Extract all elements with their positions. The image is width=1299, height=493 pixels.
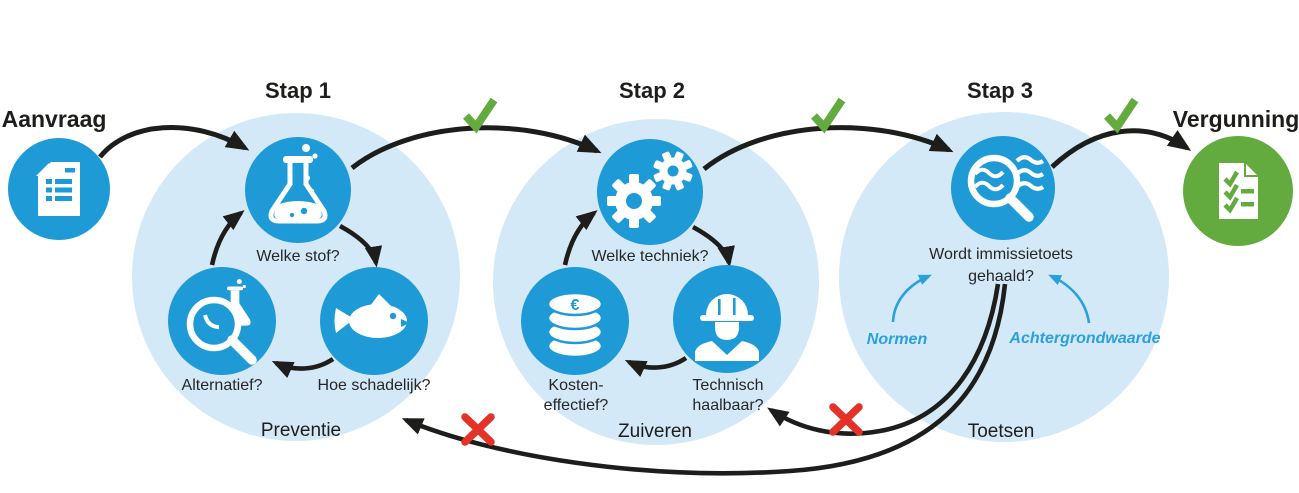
euro-symbol: € — [571, 297, 580, 314]
step2-techniek-node — [597, 139, 703, 245]
step3-immissietoets-node — [951, 136, 1055, 240]
step1-schadelijk-node — [320, 267, 428, 375]
step2-theme: Zuiveren — [618, 421, 692, 442]
aanvraag-node — [8, 138, 110, 240]
arrow-welkestof-to-schadelijk — [338, 223, 383, 268]
step2-kosten-node: € — [521, 267, 629, 375]
arrow-techniek-to-haalbaar — [691, 224, 735, 268]
arrow-aanvraag-to-step1 — [98, 125, 250, 159]
step2-title: Stap 2 — [619, 78, 685, 103]
normen-arrow — [891, 274, 932, 323]
arrow-step3-to-vergunning — [1050, 128, 1192, 169]
arrow-alternatief-to-welkestof — [209, 210, 245, 266]
coins-icon: € — [546, 291, 604, 359]
fish-icon — [334, 294, 410, 338]
achtergrondwaarde-label: Achtergrondwaarde — [1008, 330, 1160, 347]
feedback-arrow-step3-to-step1 — [401, 283, 1008, 476]
flask-icon — [268, 144, 328, 224]
step1-welke-stof-node — [245, 137, 351, 243]
construction-worker-icon — [695, 294, 759, 361]
achtergrondwaarde-arrow — [1048, 274, 1091, 324]
green-checkmark-icon — [811, 97, 846, 134]
green-checkmark-icon — [1104, 97, 1139, 134]
step3-question-line2: gehaald? — [968, 268, 1034, 285]
green-checkmark-icon — [463, 97, 498, 134]
step1-title: Stap 1 — [265, 78, 331, 103]
step2-question-right-line2: haalbaar? — [692, 397, 763, 414]
step3-theme: Toetsen — [968, 421, 1035, 442]
red-cross-icon — [461, 413, 495, 446]
magnifier-waves-icon — [967, 154, 1045, 222]
magnifier-flask-icon — [186, 279, 257, 365]
step2-question-right-line1: Technisch — [692, 377, 763, 394]
step1-question-left: Alternatief? — [182, 377, 263, 394]
aanvraag-label: Aanvraag — [2, 106, 107, 132]
document-icon — [36, 162, 80, 216]
step3-background-circle — [839, 112, 1169, 442]
gears-icon — [607, 151, 693, 228]
arrow-kosten-to-techniek — [562, 210, 598, 266]
step2-question-top: Welke techniek? — [591, 248, 708, 265]
vergunning-node — [1183, 136, 1293, 246]
red-cross-icon — [829, 403, 863, 436]
checklist-document-icon — [1219, 163, 1258, 219]
step1-question-top: Welke stof? — [256, 248, 339, 265]
normen-label: Normen — [867, 331, 928, 348]
arrow-step1-to-step2 — [350, 125, 602, 170]
step2-question-left-line2: effectief? — [544, 397, 609, 414]
arrow-schadelijk-to-alternatief — [271, 357, 335, 378]
vergunning-label: Vergunning — [1173, 106, 1299, 132]
step1-theme: Preventie — [261, 420, 341, 441]
step3-question-line1: Wordt immissietoets — [929, 246, 1073, 263]
step2-question-left-line1: Kosten- — [548, 377, 603, 394]
step3-title: Stap 3 — [967, 78, 1033, 103]
step2-haalbaar-node — [673, 265, 781, 373]
arrow-haalbaar-to-kosten — [624, 356, 688, 377]
step1-alternatief-node — [168, 267, 276, 375]
step1-question-right: Hoe schadelijk? — [318, 377, 431, 394]
feedback-arrow-step3-to-step2 — [767, 283, 1001, 436]
